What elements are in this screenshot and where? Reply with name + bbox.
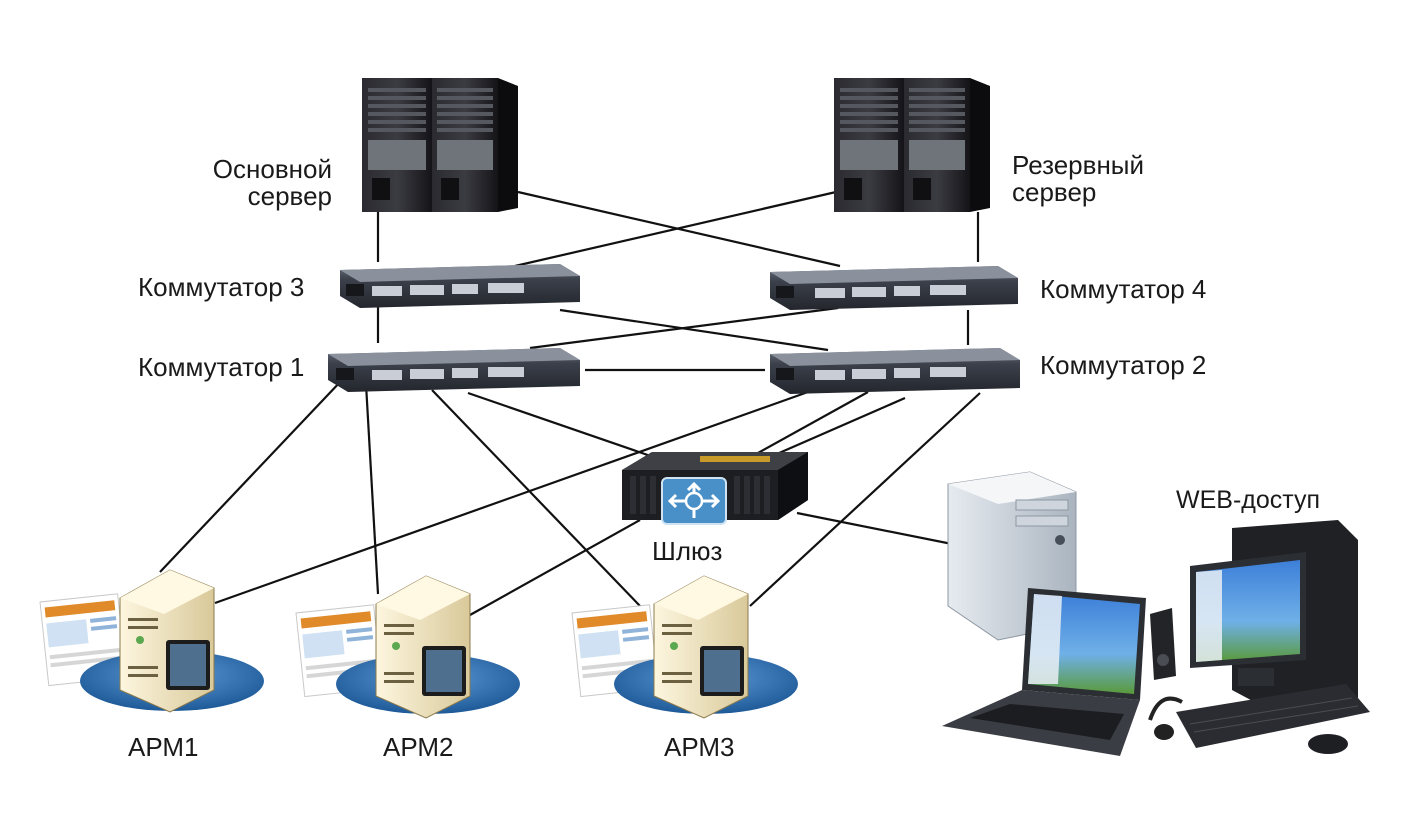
link-switch1-arm2 [364, 383, 380, 595]
link-backup-server-switch3 [514, 190, 837, 268]
switch4-label: Коммутатор 4 [1040, 274, 1207, 304]
main-server-label-line2: сервер [247, 181, 332, 212]
link-switch2-gateway-a [757, 391, 869, 454]
link-gateway-web [796, 511, 974, 551]
link-switch2-arm1 [214, 390, 809, 605]
switch3-icon [340, 264, 580, 308]
connections [159, 190, 981, 616]
link-switch1-arm1 [159, 379, 343, 573]
web-access-label: WEB-доступ [1176, 486, 1321, 514]
link-switch4-switch1 [529, 306, 839, 350]
arm3-label: АРМ3 [664, 732, 735, 762]
switch2-icon [770, 348, 1020, 394]
arm2-icon [295, 575, 520, 719]
link-switch2-arm3 [749, 392, 981, 607]
link-gateway-arm2 [469, 519, 641, 616]
web-clients-icon [942, 471, 1370, 756]
arm1-icon [39, 569, 264, 713]
switch3-label: Коммутатор 3 [138, 272, 305, 302]
backup-server-label-line1: Резервный [1012, 150, 1145, 180]
switch1-label: Коммутатор 1 [138, 352, 305, 382]
arm1-label: АРМ1 [128, 732, 199, 762]
main-server-icon [362, 78, 518, 212]
main-server-label-line1: Основной [212, 154, 332, 184]
arm2-label: АРМ2 [383, 732, 454, 762]
gateway-label: Шлюз [652, 536, 723, 566]
switch2-label: Коммутатор 2 [1040, 350, 1207, 380]
switch1-icon [328, 348, 580, 392]
backup-server-icon [834, 78, 990, 212]
backup-server-label: Резервный сервер [1012, 150, 1145, 208]
link-switch2-gateway-b [769, 396, 906, 459]
link-switch1-gateway [467, 391, 669, 464]
link-switch1-arm3 [431, 389, 641, 607]
switch4-icon [770, 266, 1018, 310]
link-switch3-switch2 [559, 308, 829, 352]
main-server-label: Основной сервер [196, 154, 332, 212]
gateway-icon [622, 452, 808, 525]
backup-server-label-line2: сервер [1012, 177, 1097, 208]
arm3-icon [571, 575, 798, 719]
